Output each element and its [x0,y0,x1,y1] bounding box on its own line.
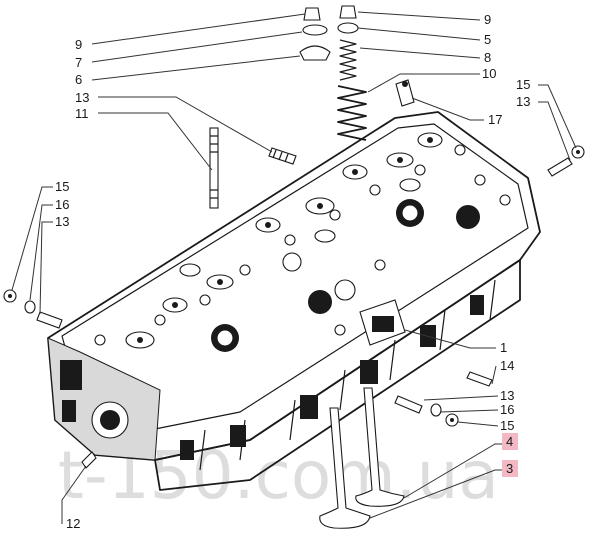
callout-8: 8 [484,50,491,65]
callout-14: 14 [500,358,514,373]
callout-4-highlight [502,433,518,450]
callout-17: 17 [488,112,502,127]
stud-13-top [268,147,297,165]
callout-3-highlight [502,460,518,477]
stud-11 [209,127,219,209]
callout-6: 6 [75,72,82,87]
callout-16-left: 16 [55,197,69,212]
callout-15-right: 15 [516,77,530,92]
pin-12 [81,451,97,469]
valve-spring-stack [299,5,367,141]
callout-15-lower: 15 [500,418,514,433]
fitting-17 [395,79,415,107]
callout-1: 1 [500,340,507,355]
callout-16-lower: 16 [500,402,514,417]
stud-left [3,289,63,329]
callout-13-top: 13 [75,90,89,105]
pin-14 [466,371,493,387]
callout-5: 5 [484,32,491,47]
head-bolt-bosses [94,144,511,346]
valve-rocker-pads [125,132,443,349]
callout-11: 11 [75,106,89,121]
callout-15-left: 15 [55,179,69,194]
callout-9-right: 9 [484,12,491,27]
stud-right-lower [394,395,459,427]
callout-9-left: 9 [75,37,82,52]
callout-3: 3 [506,461,513,476]
leader-lines [11,11,577,524]
callout-7: 7 [75,55,82,70]
callout-13-left: 13 [55,214,69,229]
callout-4: 4 [506,434,513,449]
stud-right [547,145,585,177]
valves [319,387,405,529]
callout-13-right: 13 [516,94,530,109]
cylinder-head [47,111,541,491]
callout-labels: 9 7 6 13 11 9 5 8 10 17 15 13 15 16 13 1… [55,12,530,531]
callout-12: 12 [66,516,80,531]
callout-13-lower: 13 [500,388,514,403]
callout-10: 10 [482,66,496,81]
